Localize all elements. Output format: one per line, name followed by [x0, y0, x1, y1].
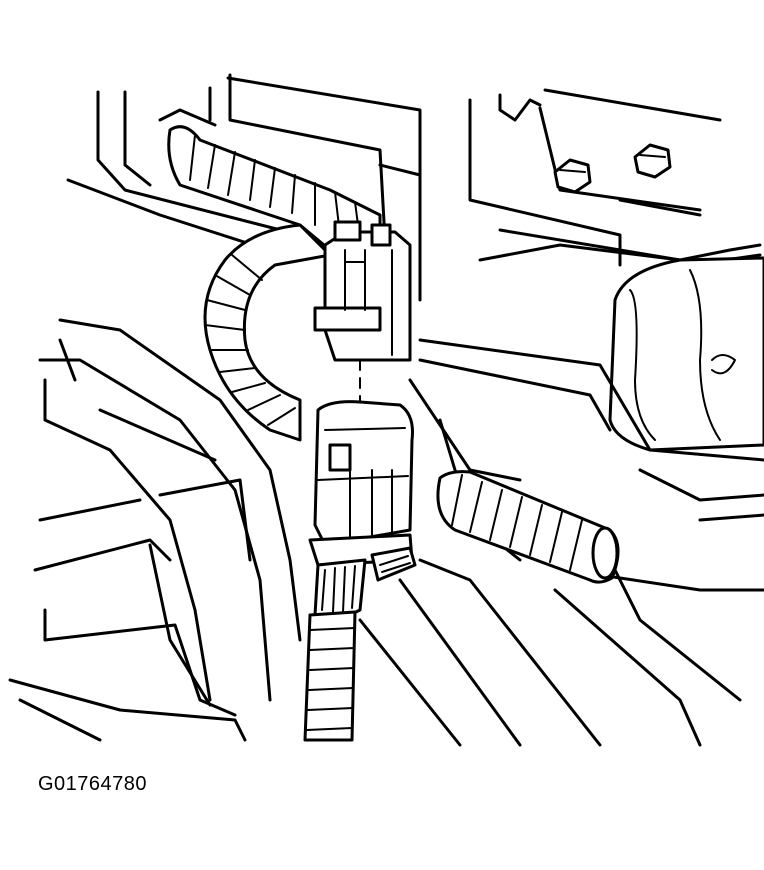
upper-bracket: [158, 73, 422, 302]
battery-assembly: [468, 88, 764, 452]
fan-shroud: [8, 90, 302, 742]
side-wire-harness: [436, 470, 620, 584]
terminal-cover: [608, 256, 764, 452]
bolt-right: [633, 143, 672, 179]
upper-connector: [313, 220, 412, 362]
lower-connector: [308, 400, 414, 567]
lower-wire-harness: [303, 546, 417, 742]
connector-diagram: [8, 73, 764, 747]
bolt-left: [553, 158, 592, 194]
figure-id-label: G01764780: [38, 773, 148, 795]
